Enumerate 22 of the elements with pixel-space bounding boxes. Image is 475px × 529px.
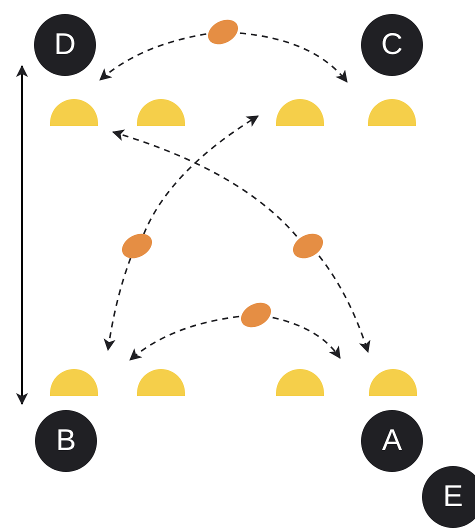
cone-marker [137, 98, 185, 126]
player-letter: A [382, 426, 402, 456]
dashed-arrow [99, 33, 206, 81]
cone-marker [137, 368, 185, 396]
dashed-arrow [143, 115, 259, 234]
cone-marker [50, 368, 98, 396]
cone-marker [50, 98, 98, 126]
cone-marker [369, 368, 417, 396]
dashed-arrow [104, 258, 132, 351]
dashed-arrow [272, 316, 341, 359]
dashed-arrow [240, 32, 348, 83]
player-letter: D [54, 30, 76, 60]
dashed-arrow [112, 130, 298, 237]
double-arrow [16, 65, 28, 405]
cone-marker [276, 368, 324, 396]
cone-marker [368, 98, 416, 126]
player-letter: E [442, 482, 463, 512]
cone-marker [276, 98, 324, 126]
dashed-arrow [318, 255, 370, 353]
player-letter: C [381, 30, 403, 60]
player-letter: B [56, 426, 76, 456]
dashed-arrow [129, 316, 240, 361]
